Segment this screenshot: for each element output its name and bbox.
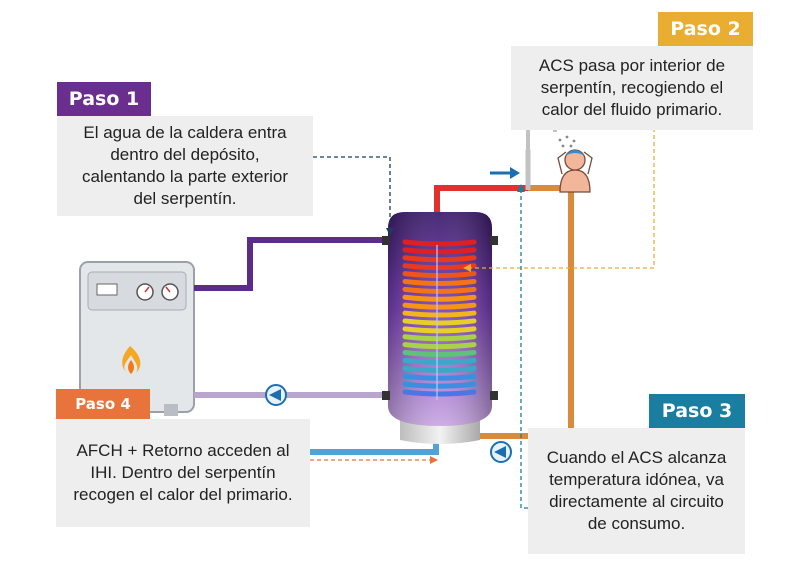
coil-winding (402, 294, 477, 302)
paso-1-text: El agua de la caldera entra dentro del d… (57, 116, 313, 216)
coil-winding (402, 263, 477, 271)
coil-winding (402, 255, 477, 263)
coil-winding (402, 247, 477, 255)
leader-paso-2 (470, 128, 655, 269)
coil-winding (402, 381, 477, 389)
paso-2-tag: Paso 2 (658, 12, 753, 46)
paso-4-tag: Paso 4 (56, 389, 150, 419)
flame-icon (122, 346, 141, 374)
arrow-right-icon (490, 167, 520, 179)
coil-winding (402, 310, 477, 318)
person-icon (557, 149, 593, 193)
coil-winding (402, 239, 477, 247)
gauge-icon (136, 283, 179, 301)
coil-winding (402, 326, 477, 334)
leader-paso-3 (520, 190, 528, 509)
pump-icon (265, 384, 287, 406)
coil-winding (402, 318, 477, 326)
coil-winding (402, 278, 477, 286)
boiler (79, 261, 195, 416)
paso-3-text: Cuando el ACS alcanza temperatura idónea… (528, 428, 745, 554)
pump-icon (490, 441, 512, 463)
coil-winding (402, 271, 477, 279)
coil-winding (402, 365, 477, 373)
coil-winding (402, 342, 477, 350)
coil-winding (402, 389, 477, 397)
primary-flow-pipe (194, 237, 396, 291)
coil-winding (402, 302, 477, 310)
coil-winding (402, 373, 477, 381)
coil-winding (402, 350, 477, 358)
paso-2-text: ACS pasa por interior de serpentín, reco… (511, 46, 753, 130)
leader-lines (310, 128, 655, 509)
coil-winding (402, 286, 477, 294)
paso-4-text: AFCH + Retorno acceden al IHI. Dentro de… (56, 419, 310, 527)
storage-tank (382, 212, 498, 444)
paso-1-tag: Paso 1 (57, 82, 151, 116)
coil (402, 239, 477, 400)
paso-3-tag: Paso 3 (649, 394, 745, 428)
coil-winding (402, 334, 477, 342)
leader-paso-1 (313, 156, 391, 230)
coil-winding (402, 357, 477, 365)
